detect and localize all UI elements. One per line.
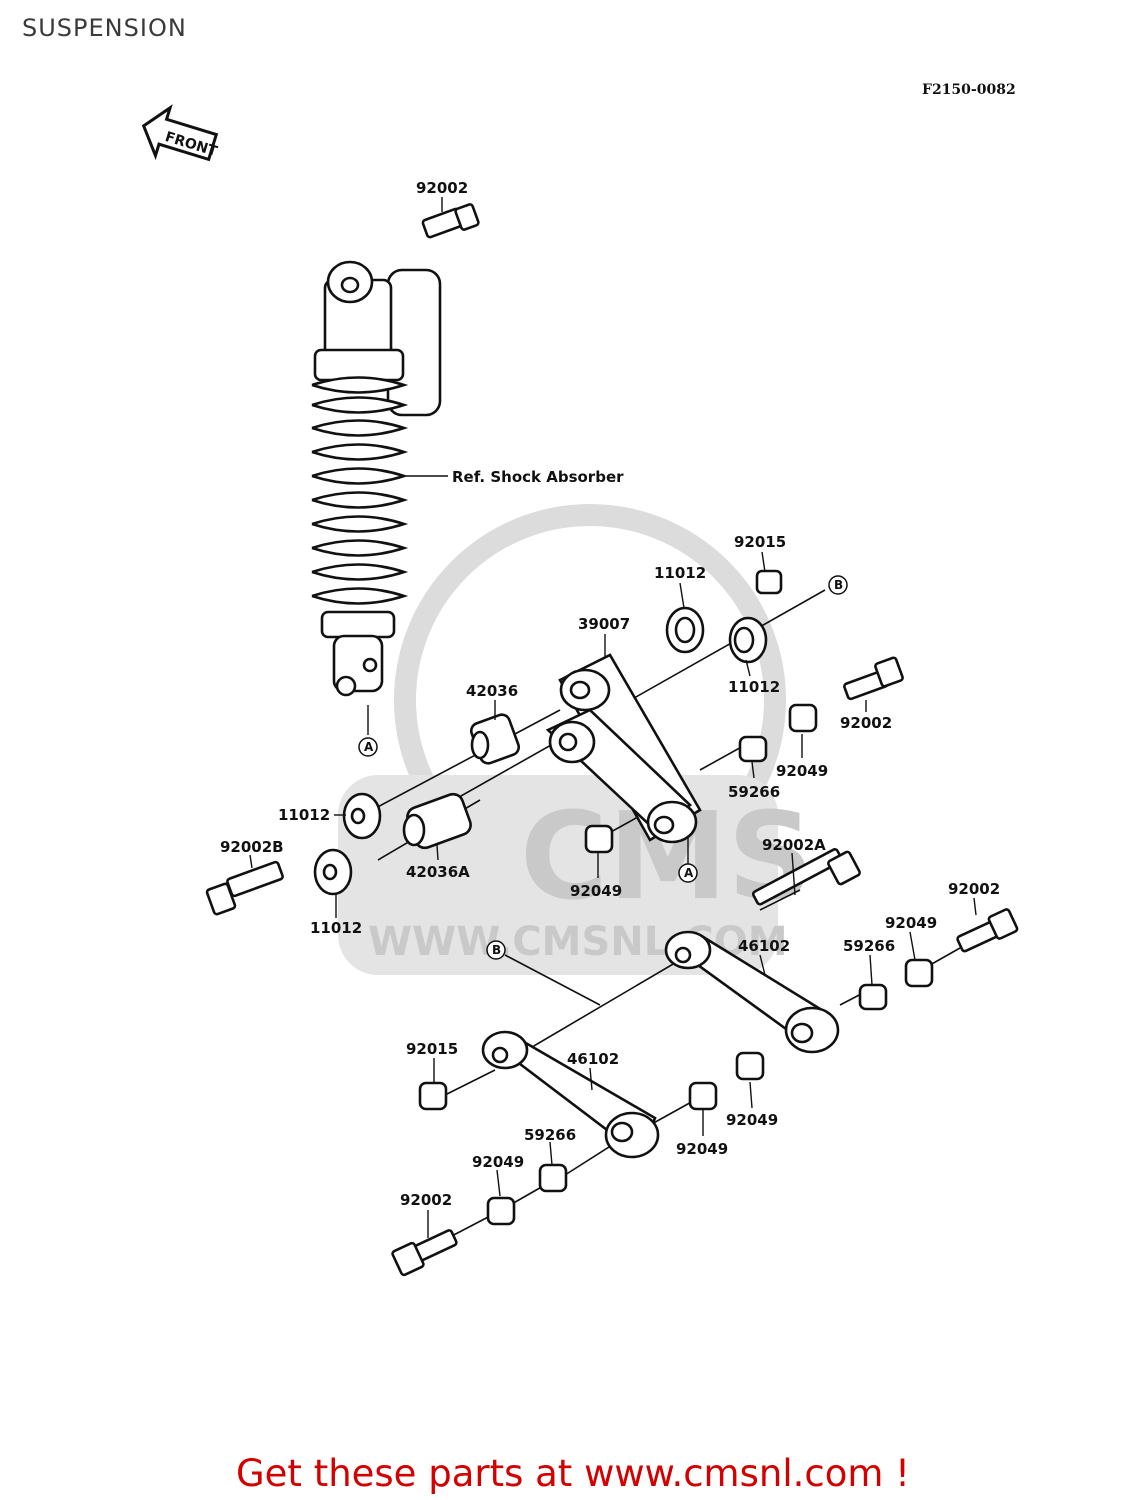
suspension-diagram: CMS WWW.CMSNL.COM FRONT	[141, 104, 1019, 1277]
leader-lines	[249, 197, 977, 1238]
tie-rod-lower-46102	[481, 1030, 660, 1159]
bolt-92002-top	[421, 203, 480, 239]
part-label: 92049	[472, 1153, 524, 1171]
marker-b-top: B	[828, 575, 848, 595]
marker-b-label: B	[834, 578, 843, 592]
part-label: 59266	[524, 1126, 576, 1144]
bolts	[205, 656, 1019, 1277]
part-label: 11012	[728, 678, 780, 696]
part-label: 92002B	[220, 838, 284, 856]
part-label: 59266	[843, 937, 895, 955]
shock-absorber	[311, 260, 448, 697]
part-label: 92002	[948, 880, 1000, 898]
part-label: 59266	[728, 783, 780, 801]
page-title: SUSPENSION	[22, 14, 187, 42]
diagram-code: F2150-0082	[922, 82, 1016, 98]
rocker-arm-39007	[545, 653, 702, 844]
part-label: 11012	[310, 919, 362, 937]
part-label: 46102	[738, 937, 790, 955]
part-label: 92015	[734, 533, 786, 551]
marker-b-lower: B	[486, 940, 506, 960]
part-label: 39007	[578, 615, 630, 633]
part-label: 92049	[885, 914, 937, 932]
part-label: 92002A	[762, 836, 826, 854]
small-parts	[313, 569, 934, 1226]
part-label: 42036	[466, 682, 518, 700]
part-label: 92049	[776, 762, 828, 780]
marker-b-label: B	[492, 943, 501, 957]
tie-rod-upper-46102	[664, 930, 840, 1054]
marker-a-label: A	[684, 866, 694, 880]
part-label: 92002	[840, 714, 892, 732]
marker-a-shock: A	[358, 737, 378, 757]
ref-shock-absorber-label: Ref. Shock Absorber	[452, 468, 624, 486]
part-label: 42036A	[406, 863, 470, 881]
front-arrow: FRONT	[141, 104, 219, 162]
part-label: 92049	[676, 1140, 728, 1158]
part-label: 92049	[570, 882, 622, 900]
footer-ad-link[interactable]: Get these parts at www.cmsnl.com !	[235, 1452, 910, 1495]
part-label: 92002	[416, 179, 468, 197]
part-label: 92015	[406, 1040, 458, 1058]
part-label: 92002	[400, 1191, 452, 1209]
part-label: 11012	[654, 564, 706, 582]
part-label: 46102	[567, 1050, 619, 1068]
marker-a-label: A	[364, 740, 374, 754]
marker-a-rocker: A	[678, 863, 698, 883]
part-label: 11012	[278, 806, 330, 824]
part-labels: 92002 92015 11012 39007 11012 92002 4203…	[220, 179, 1000, 1209]
part-label: 92049	[726, 1111, 778, 1129]
